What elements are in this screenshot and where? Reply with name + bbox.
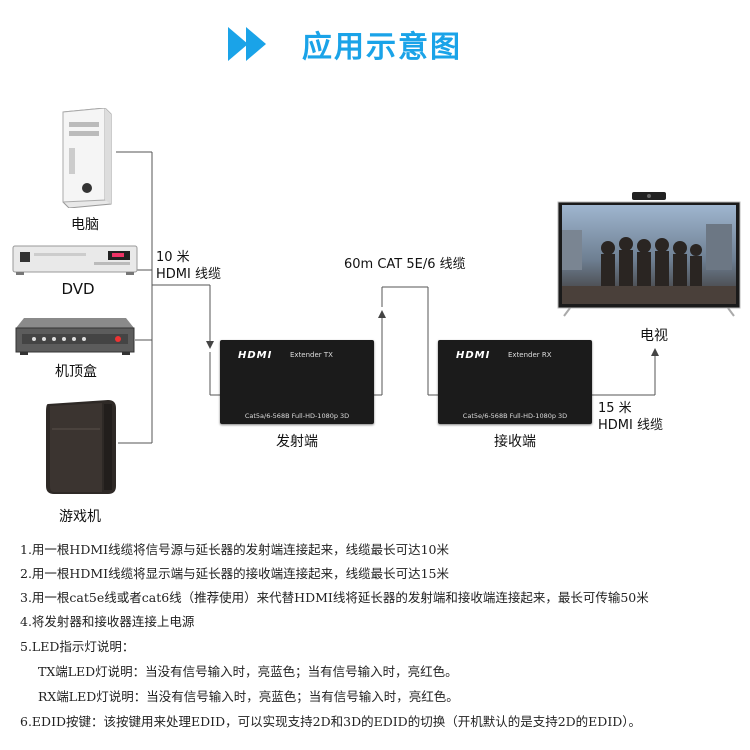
input-cable-type: HDMI 线缆	[156, 267, 221, 282]
tv-label: 电视	[640, 328, 668, 344]
note-2: 2.用一根HDMI线缆将显示端与延长器的接收端连接起来，线缆最长可达15米	[20, 566, 449, 581]
dvd-label: DVD	[61, 280, 95, 298]
title-area: 应用示意图	[228, 22, 462, 66]
game-console-icon	[46, 400, 116, 494]
note-3: 3.用一根cat5e线或者cat6线（推荐使用）来代替HDMI线将延长器的发射端…	[20, 590, 649, 605]
rx-spec: Cat5e/6-568B Full-HD-1080p 3D	[462, 412, 568, 420]
tx-model: Extender TX	[290, 351, 333, 359]
pc-icon	[62, 108, 112, 208]
output-cable-length: 15 米	[598, 401, 632, 416]
receiver-label: 接收端	[494, 434, 536, 450]
transmitter-label: 发射端	[276, 434, 318, 450]
double-chevron-right-icon	[228, 27, 266, 61]
output-cable-label: 15 米 HDMI 线缆	[598, 400, 663, 434]
page-title: 应用示意图	[302, 30, 462, 65]
link-cable-label: 60m CAT 5E/6 线缆	[344, 257, 466, 272]
output-cable-type: HDMI 线缆	[598, 418, 663, 433]
note-5-tx: TX端LED灯说明：当没有信号输入时，亮蓝色；当有信号输入时，亮红色。	[38, 664, 458, 679]
note-6: 6.EDID按键：该按键用来处理EDID，可以实现支持2D和3D的EDID的切换…	[20, 714, 642, 729]
transmitter-box: HDMI Extender TX Cat5a/6-568B Full-HD-10…	[220, 340, 374, 424]
note-5-rx: RX端LED灯说明：当没有信号输入时，亮蓝色；当有信号输入时，亮红色。	[38, 689, 459, 704]
note-4: 4.将发射器和接收器连接上电源	[20, 614, 195, 629]
rx-model: Extender RX	[508, 351, 552, 359]
game-console-label: 游戏机	[59, 509, 101, 525]
set-top-box-icon	[15, 318, 135, 355]
rx-brand-logo: HDMI	[456, 350, 491, 361]
input-cable-length: 10 米	[156, 250, 190, 265]
dvd-icon	[12, 245, 138, 275]
receiver-box: HDMI Extender RX Cat5e/6-568B Full-HD-10…	[438, 340, 592, 424]
note-5: 5.LED指示灯说明：	[20, 639, 135, 654]
set-top-box-label: 机顶盒	[55, 364, 97, 380]
note-1: 1.用一根HDMI线缆将信号源与延长器的发射端连接起来，线缆最长可达10米	[20, 542, 449, 557]
tv-icon	[557, 192, 741, 317]
input-cable-label: 10 米 HDMI 线缆	[156, 249, 221, 283]
tx-spec: Cat5a/6-568B Full-HD-1080p 3D	[244, 412, 350, 420]
pc-label: 电脑	[71, 217, 99, 233]
tx-brand-logo: HDMI	[238, 350, 273, 361]
